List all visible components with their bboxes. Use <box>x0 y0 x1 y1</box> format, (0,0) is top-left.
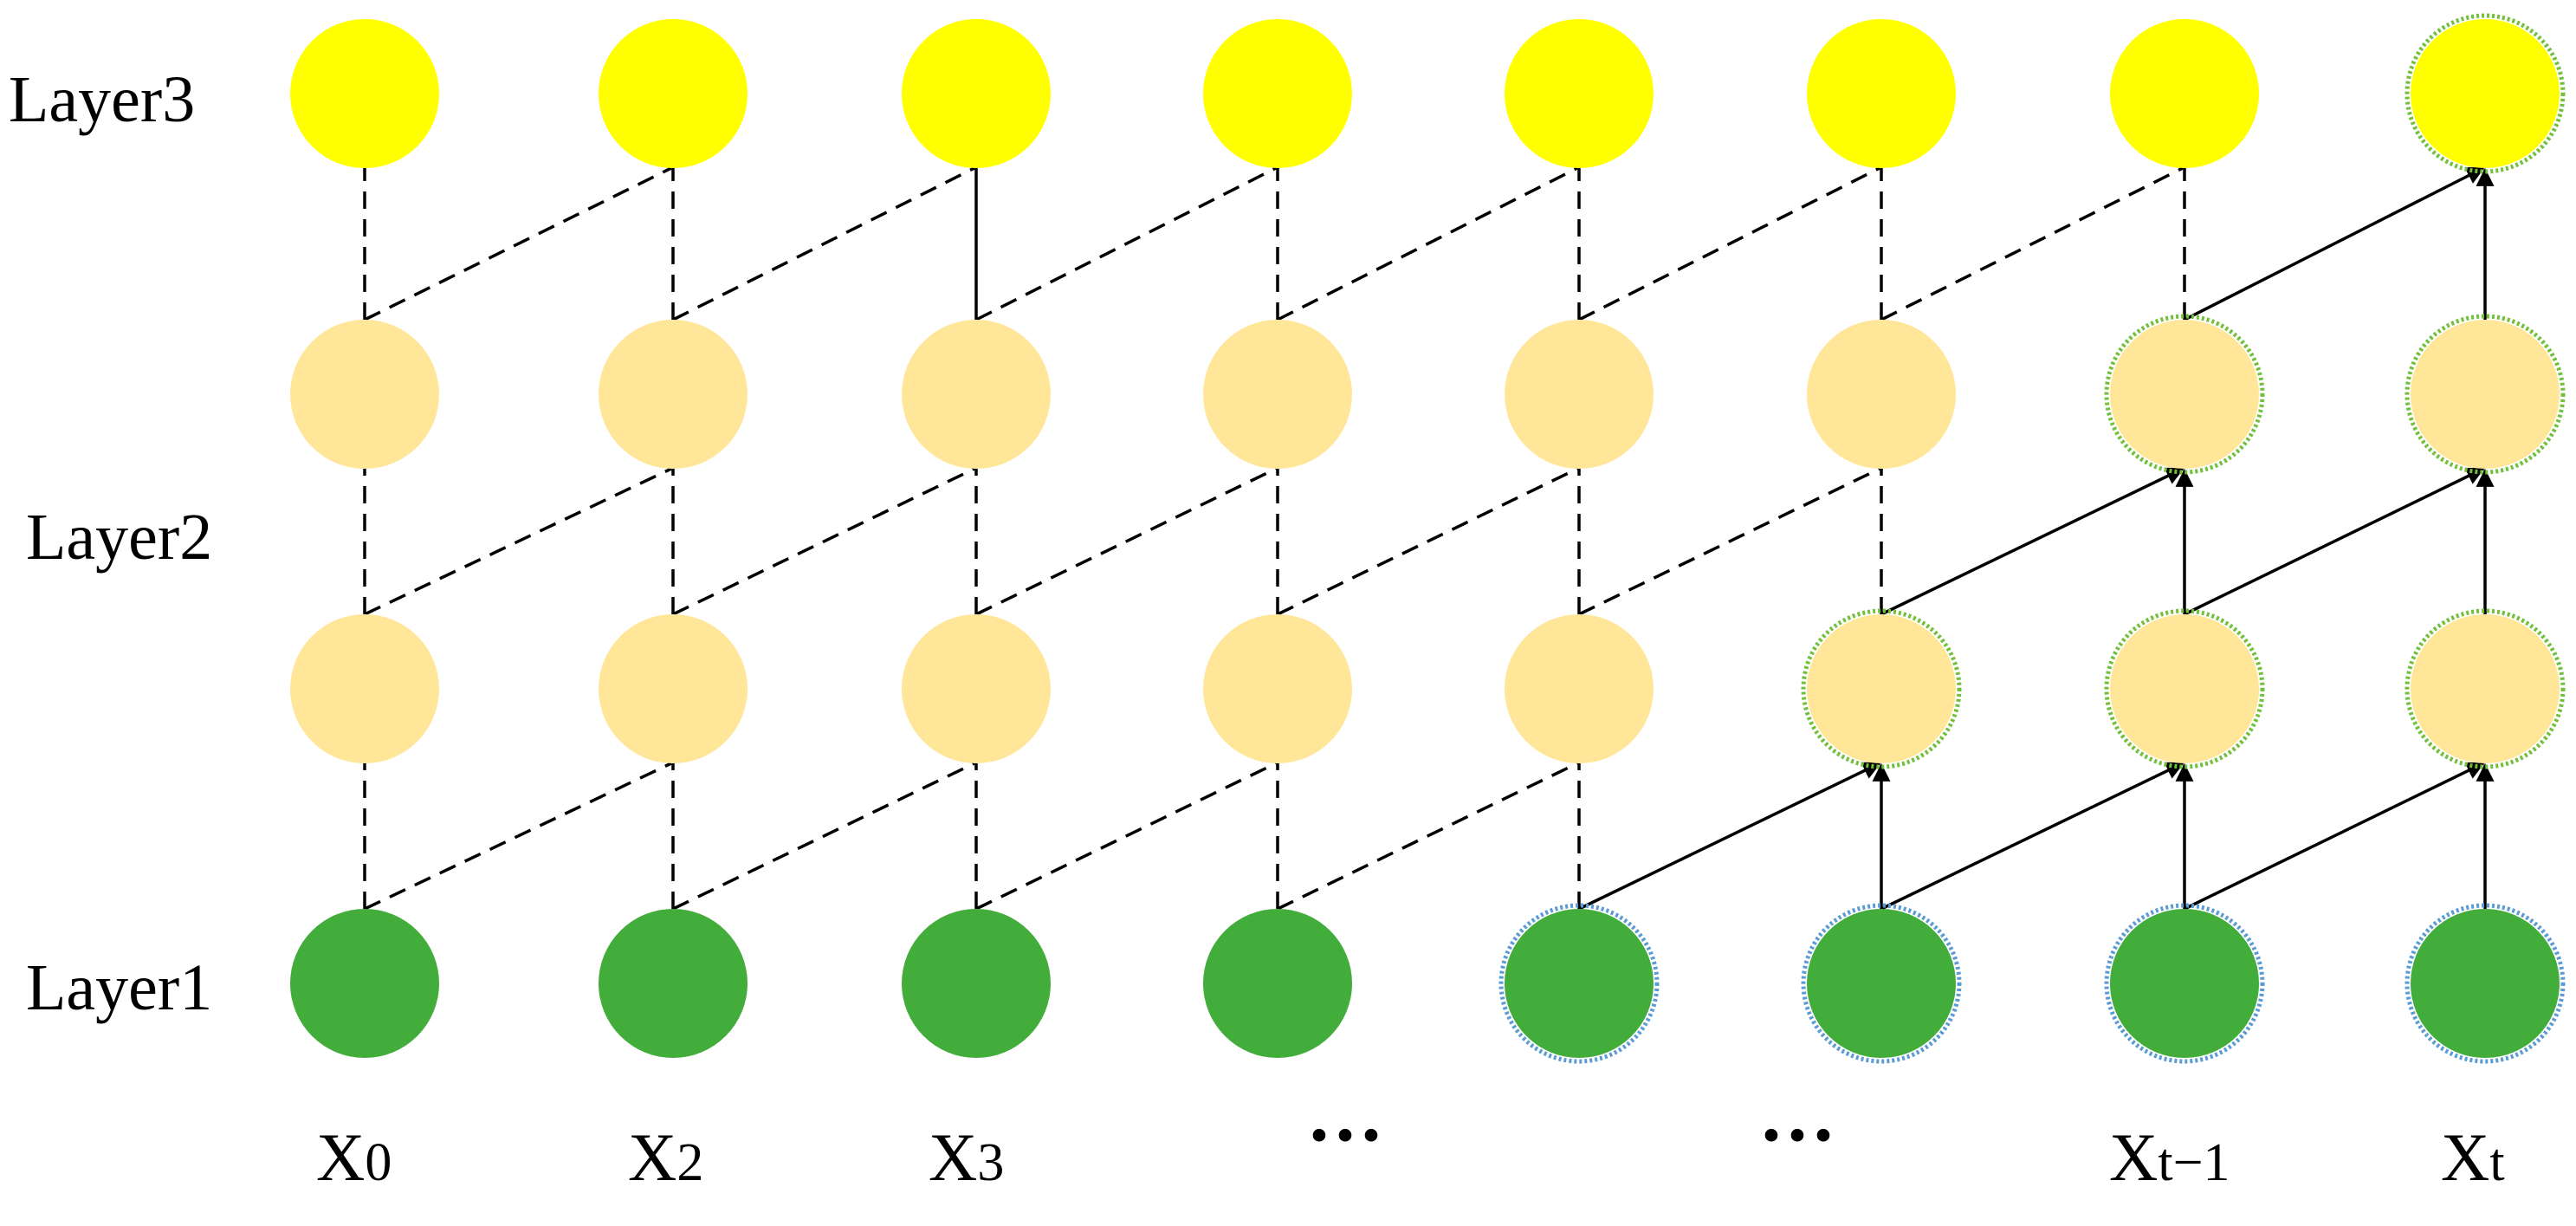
node-r1-3 <box>1203 909 1352 1058</box>
active-ring-r2a-5 <box>1801 608 1962 769</box>
node-r2a-5 <box>1807 614 1956 763</box>
node-r2b-3 <box>1203 320 1352 469</box>
node-r3-0 <box>290 19 439 168</box>
edge-diagonal-r2b-r3-1 <box>672 166 975 321</box>
active-ring-r1-5 <box>1801 903 1962 1064</box>
node-r1-5 <box>1807 909 1956 1058</box>
node-r3-2 <box>902 19 1051 168</box>
node-r2a-3 <box>1203 614 1352 763</box>
edge-diagonal-r2a-r2b-4 <box>1578 467 1880 616</box>
edge-diagonal-r1-r2a-6 <box>2184 762 2485 911</box>
edge-diagonal-r2a-r2b-6 <box>2184 467 2485 616</box>
edge-diagonal-r1-r2a-3 <box>1277 762 1578 911</box>
input-labels: X0 X2 X3 ··· ··· Xt−1 Xt <box>316 1093 2505 1195</box>
edge-diagonal-r1-r2a-5 <box>1880 762 2184 911</box>
edges <box>363 166 2495 911</box>
input-label-x2: X2 <box>628 1119 703 1195</box>
layer1-label: Layer1 <box>26 951 212 1024</box>
edge-diagonal-r2b-r3-3 <box>1277 166 1578 321</box>
input-label-x3: X3 <box>929 1119 1004 1195</box>
node-r3-4 <box>1505 19 1654 168</box>
node-r3-5 <box>1807 19 1956 168</box>
node-r3-1 <box>599 19 748 168</box>
edge-diagonal-r1-r2a-1 <box>672 762 975 911</box>
active-ring-r3-7 <box>2404 13 2566 174</box>
edge-diagonal-r2a-r2b-0 <box>364 467 672 616</box>
input-label-x0: X0 <box>316 1119 392 1195</box>
node-r2a-6 <box>2110 614 2259 763</box>
node-r1-2 <box>902 909 1051 1058</box>
node-r3-7 <box>2411 19 2560 168</box>
node-r1-7 <box>2411 909 2560 1058</box>
edge-diagonal-r1-r2a-2 <box>975 762 1277 911</box>
input-label-xt: Xt <box>2441 1119 2505 1195</box>
ellipsis-2: ··· <box>1758 1093 1836 1178</box>
node-r1-0 <box>290 909 439 1058</box>
active-ring-r2b-6 <box>2104 314 2265 475</box>
node-r2b-0 <box>290 320 439 469</box>
edge-diagonal-r2a-r2b-5 <box>1880 467 2184 616</box>
node-r3-6 <box>2110 19 2259 168</box>
node-r2b-6 <box>2110 320 2259 469</box>
edge-diagonal-r2a-r2b-1 <box>672 467 975 616</box>
layer2-label: Layer2 <box>26 501 212 574</box>
nodes <box>290 13 2566 1064</box>
input-label-xt-1: Xt−1 <box>2109 1119 2230 1195</box>
node-r2b-7 <box>2411 320 2560 469</box>
edge-diagonal-r2b-r3-6 <box>2184 166 2485 321</box>
edge-diagonal-r2b-r3-4 <box>1578 166 1880 321</box>
node-r1-1 <box>599 909 748 1058</box>
layer3-label: Layer3 <box>9 63 195 136</box>
active-ring-r2a-7 <box>2404 608 2566 769</box>
active-ring-r1-4 <box>1498 903 1660 1064</box>
edge-diagonal-r1-r2a-4 <box>1578 762 1881 911</box>
node-r3-3 <box>1203 19 1352 168</box>
node-r2b-1 <box>599 320 748 469</box>
node-r2a-0 <box>290 614 439 763</box>
node-r2a-4 <box>1505 614 1654 763</box>
node-r2a-1 <box>599 614 748 763</box>
node-r2b-5 <box>1807 320 1956 469</box>
active-ring-r1-7 <box>2404 903 2566 1064</box>
node-r1-6 <box>2110 909 2259 1058</box>
edge-diagonal-r2b-r3-5 <box>1880 166 2184 321</box>
ellipsis-1: ··· <box>1306 1093 1384 1178</box>
edge-diagonal-r2a-r2b-2 <box>975 467 1277 616</box>
node-r2a-7 <box>2411 614 2560 763</box>
node-r2b-2 <box>902 320 1051 469</box>
active-ring-r1-6 <box>2104 903 2265 1064</box>
edge-diagonal-r2b-r3-2 <box>975 166 1277 321</box>
edge-diagonal-r2a-r2b-3 <box>1277 467 1578 616</box>
edge-diagonal-r2b-r3-0 <box>364 166 672 321</box>
node-r2b-4 <box>1505 320 1654 469</box>
active-ring-r2a-6 <box>2104 608 2265 769</box>
active-ring-r2b-7 <box>2404 314 2566 475</box>
node-r2a-2 <box>902 614 1051 763</box>
edge-diagonal-r1-r2a-0 <box>364 762 672 911</box>
node-r1-4 <box>1505 909 1654 1058</box>
